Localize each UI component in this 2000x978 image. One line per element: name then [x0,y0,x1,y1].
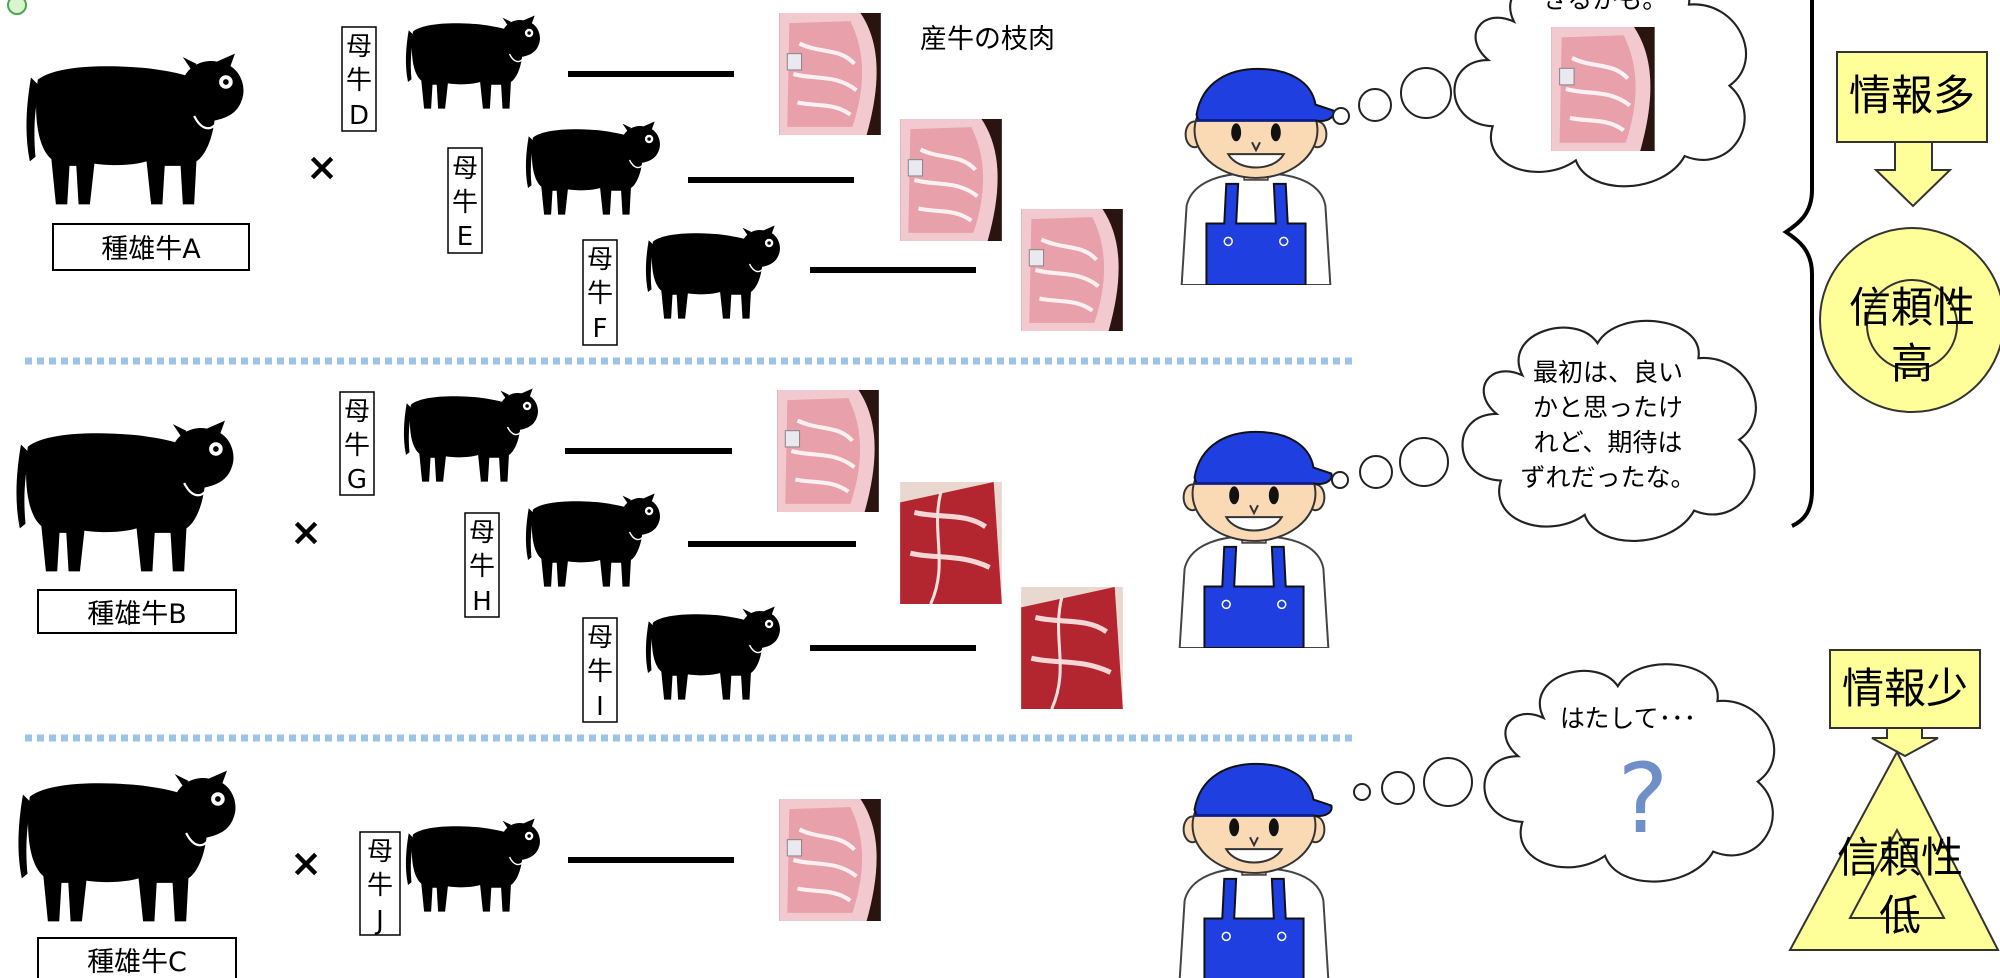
info-high-label: 情報多 [1849,71,1975,120]
info-low-label: 情報少 [1842,664,1968,713]
bubble-1-line-1: きるかも。 [1543,0,1668,14]
dam-g-cow-icon [403,387,539,483]
dam-i-char-3: I [596,692,604,722]
dam-j-char-2: 牛 [367,871,393,901]
dam-g-char-2: 牛 [344,431,370,461]
dam-h-char-2: 牛 [469,552,495,582]
dam-f-char-2: 牛 [587,279,613,309]
dam-d-char-3: D [349,101,369,131]
bubble-2-line-4: ずれだったな。 [1520,463,1695,492]
sire-a-cow-icon [25,52,245,206]
question-mark: ? [1618,743,1669,855]
dam-j-char-1: 母 [367,837,393,867]
cross-symbol-a: × [306,145,338,189]
reliability-high-line-2: 高 [1891,339,1933,388]
sire-a-label-box [52,223,250,271]
farmer-1-icon [1180,67,1336,285]
dam-h-cow-icon [525,492,661,588]
bubble-2-line-2: かと思ったけ [1533,393,1683,422]
dam-e-char-1: 母 [452,154,478,184]
dam-f-char-1: 母 [587,245,613,275]
thought-dot-1a [1332,107,1350,125]
thought-dot-2a [1331,471,1349,489]
reliability-high-inner-circle [1866,279,1958,371]
dam-d-char-1: 母 [346,32,372,62]
dam-g-char-3: G [347,465,367,495]
dam-j-char-3: J [374,906,384,936]
bubble-2-line-3: れど、期待は [1534,428,1683,457]
dam-d-cow-icon [405,14,541,110]
reliability-low-line-1: 信頼性 [1837,833,1963,882]
dam-e-label-box [447,147,483,254]
reliability-low-inner-triangle [1848,827,1946,919]
carcass-f-image [1021,209,1123,331]
dam-i-char-2: 牛 [587,657,613,687]
carcass-j-image [779,799,881,921]
dam-h-char-3: H [472,587,492,617]
dam-i-label-box [582,617,618,723]
sire-c-label-box [37,937,237,978]
dam-e-char-3: E [457,222,473,252]
carcass-i-image [1021,587,1123,709]
sire-a-label: 種雄牛A [101,234,201,265]
carcass-e-image [900,119,1002,241]
thought-dot-3b [1381,771,1415,805]
sire-b-label-box [37,589,237,634]
reliability-high-line-1: 信頼性 [1849,283,1975,332]
dam-g-char-1: 母 [344,397,370,427]
sire-c-cow-icon [17,769,237,923]
cross-symbol-b: × [290,510,322,554]
info-low-box [1829,649,1981,729]
bubble-1-carcass-image [1551,27,1654,151]
thought-dot-1c [1400,67,1452,119]
carcass-g-image [777,390,879,512]
bubble-3-text: はたして･･･ [1560,704,1696,733]
dam-i-char-1: 母 [587,623,613,653]
thought-dot-1b [1358,88,1392,122]
farmer-2-icon [1178,430,1334,648]
thought-dot-3a [1353,783,1371,801]
reliability-low-triangle [1788,749,2000,951]
farmer-3-icon [1178,762,1334,978]
dam-i-cow-icon [645,605,781,701]
sire-b-cow-icon [15,419,235,573]
info-low-arrow [1871,727,1939,758]
carcass-h-image [900,482,1002,604]
thought-dot-3c [1423,757,1473,807]
bubble-2-line-1: 最初は、良い [1533,358,1683,387]
dam-h-char-1: 母 [469,518,495,548]
info-high-arrow [1873,141,1953,208]
dam-g-label-box [339,391,375,496]
dam-h-label-box [464,512,500,618]
thought-dot-2b [1359,455,1393,489]
dam-j-cow-icon [405,817,541,913]
dam-e-char-2: 牛 [452,188,478,218]
dam-j-label-box [359,831,401,936]
reliability-low-line-2: 低 [1879,891,1921,940]
dam-d-char-2: 牛 [346,66,372,96]
carcass-d-image [779,13,881,135]
dam-d-label-box [341,26,377,132]
thought-dot-2c [1399,437,1449,487]
dam-e-cow-icon [525,120,661,216]
carcass-label: 産牛の枝肉 [920,24,1055,55]
dam-f-char-3: F [593,314,608,344]
cross-symbol-c: × [290,841,322,885]
sire-c-label: 種雄牛C [87,947,187,978]
corner-circle-marker [7,0,27,15]
dam-f-label-box [582,239,618,346]
dam-f-cow-icon [645,224,781,320]
sire-b-label: 種雄牛B [87,599,187,630]
reliability-brace [1782,0,1814,528]
